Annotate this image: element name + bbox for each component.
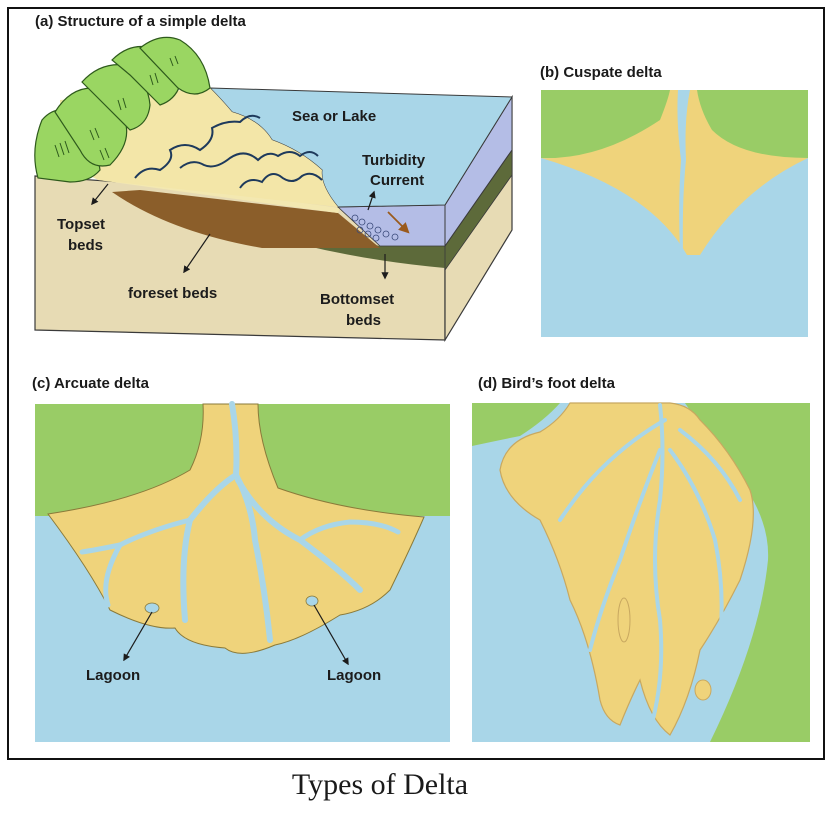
panel-c-arcuate-map: Lagoon Lagoon	[35, 401, 450, 742]
label-lagoon-right: Lagoon	[327, 667, 381, 684]
label-lagoon-left: Lagoon	[86, 667, 140, 684]
panel-a-title: (a) Structure of a simple delta	[35, 13, 246, 30]
panel-a-structure-diagram: Sea or Lake Turbidity Current Topset bed…	[34, 36, 513, 343]
panel-d-birds-foot-map	[472, 402, 810, 742]
panel-b-cuspate-map	[541, 90, 808, 337]
figure-caption: Types of Delta	[291, 768, 469, 801]
label-topset: Topset	[57, 216, 105, 233]
figure-frame	[7, 7, 825, 760]
label-bottomset-beds: beds	[346, 312, 381, 329]
panel-d-title: (d) Bird’s foot delta	[478, 375, 615, 392]
label-topset-beds: beds	[68, 237, 103, 254]
label-bottomset: Bottomset	[320, 291, 394, 308]
label-turbidity: Turbidity	[362, 152, 426, 169]
panel-b-title: (b) Cuspate delta	[540, 64, 662, 81]
label-foreset-beds: foreset beds	[128, 285, 217, 302]
label-current: Current	[370, 172, 424, 189]
label-sea-or-lake: Sea or Lake	[292, 108, 376, 125]
panel-c-title: (c) Arcuate delta	[32, 375, 149, 392]
